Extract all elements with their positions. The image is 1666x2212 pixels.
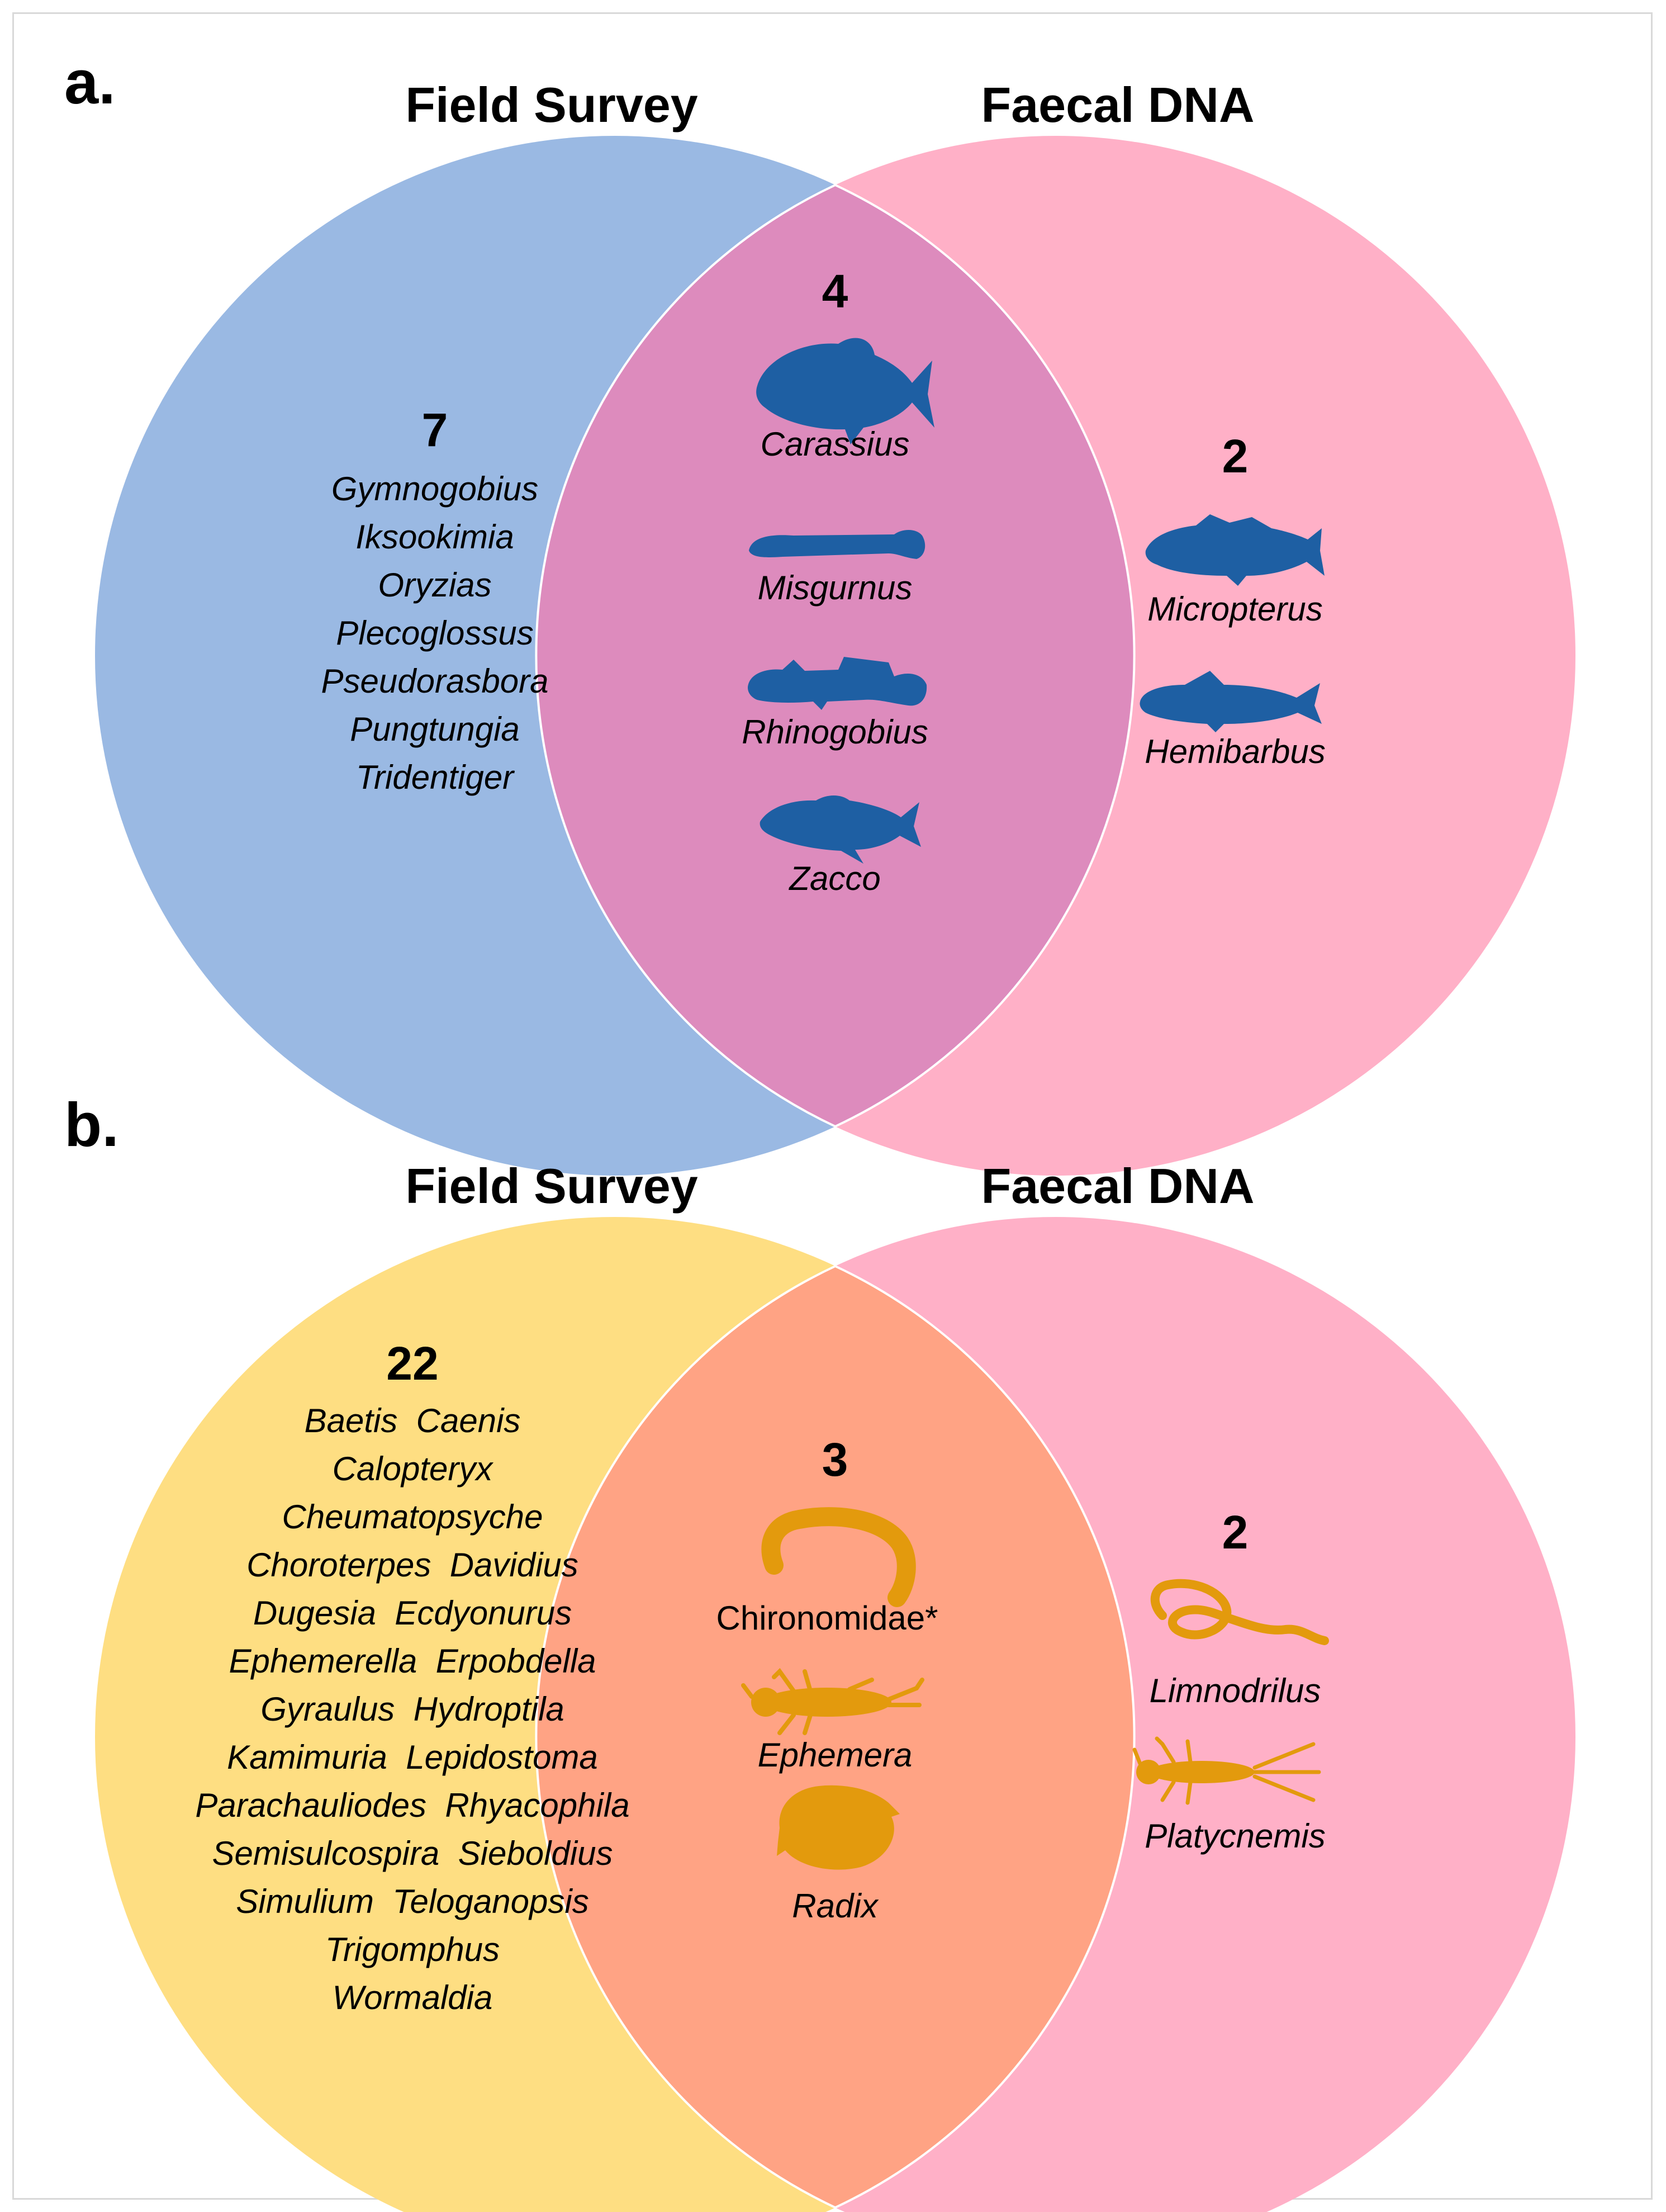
faecal-only-count: 2 [1222, 1506, 1249, 1559]
taxon-label: Tridentiger [356, 759, 515, 796]
field-only-count: 7 [422, 404, 448, 456]
field-survey-title: Field Survey [405, 77, 697, 132]
taxon-label: Baetis Caenis [305, 1402, 521, 1439]
taxon-label: Pungtungia [350, 711, 520, 748]
taxon-label: Chironomidae* [716, 1599, 938, 1637]
taxon-label: Pseudorasbora [321, 662, 549, 700]
taxon-label: Hemibarbus [1145, 733, 1325, 770]
field-survey-title: Field Survey [405, 1158, 697, 1214]
overlap-outline [535, 183, 1136, 1128]
worm-icon [1150, 1579, 1329, 1645]
overlap-outline [535, 1264, 1136, 2209]
panel-a: a. Field Survey Faecal DNA 7 Gymnogobius… [64, 48, 1575, 1176]
taxon-label: Iksookimia [355, 518, 514, 556]
taxon-label: Kamimuria Lepidostoma [227, 1739, 598, 1776]
shared-count: 3 [822, 1433, 848, 1486]
misgurnus-loach-icon [749, 529, 925, 559]
taxon-label: Cheumatopsyche [282, 1498, 543, 1536]
taxon-label: Platycnemis [1145, 1817, 1325, 1855]
taxon-label: Limnodrilus [1150, 1672, 1321, 1709]
taxon-label: Parachauliodes Rhyacophila [195, 1787, 629, 1824]
taxon-label: Calopteryx [333, 1450, 494, 1488]
overlap-region [536, 1217, 1135, 2212]
panel-b: b. Field Survey Faecal DNA 22 Baetis Cae… [64, 1091, 1575, 2212]
taxon-label: Rhinogobius [742, 713, 928, 751]
taxon-label: Micropterus [1147, 590, 1322, 628]
taxon-label: Plecoglossus [336, 614, 534, 652]
faecal-dna-title: Faecal DNA [981, 1158, 1254, 1214]
taxon-label: Gyraulus Hydroptila [260, 1690, 564, 1728]
taxon-label: Ephemera [758, 1736, 913, 1774]
taxon-label: Semisulcospira Sieboldius [212, 1835, 613, 1872]
taxon-label: Misgurnus [758, 569, 913, 607]
carassius-fish-icon [756, 338, 934, 444]
snail-icon [777, 1785, 900, 1870]
taxon-label: Wormaldia [333, 1979, 493, 2016]
taxon-label: Dugesia Ecdyonurus [253, 1594, 572, 1632]
taxon-label: Trigomphus [325, 1931, 500, 1968]
zacco-fish-icon [760, 795, 921, 864]
faecal-only-count: 2 [1222, 430, 1249, 482]
taxon-label: Radix [792, 1887, 879, 1925]
field-only-count: 22 [386, 1337, 438, 1390]
panel-label: b. [64, 1091, 119, 1159]
faecal-dna-title: Faecal DNA [981, 77, 1254, 132]
taxon-label: Gymnogobius [331, 470, 538, 508]
taxon-label: Carassius [761, 425, 910, 463]
rhinogobius-goby-icon [748, 657, 927, 710]
damselfly-nymph-icon [1132, 1736, 1321, 1805]
panel-label: a. [64, 48, 116, 117]
taxon-label: Simulium Teloganopsis [236, 1883, 588, 1920]
hemibarbus-fish-icon [1140, 671, 1322, 732]
taxon-label: Ephemerella Erpobdella [229, 1642, 596, 1680]
micropterus-bass-icon [1145, 514, 1325, 586]
taxon-label: Zacco [788, 860, 880, 897]
taxon-label: Choroterpes Davidius [246, 1546, 578, 1584]
chironomid-larva-icon [761, 1507, 916, 1607]
shared-count: 4 [822, 265, 848, 318]
mayfly-nymph-icon [741, 1668, 924, 1735]
taxon-label: Oryzias [378, 566, 491, 604]
